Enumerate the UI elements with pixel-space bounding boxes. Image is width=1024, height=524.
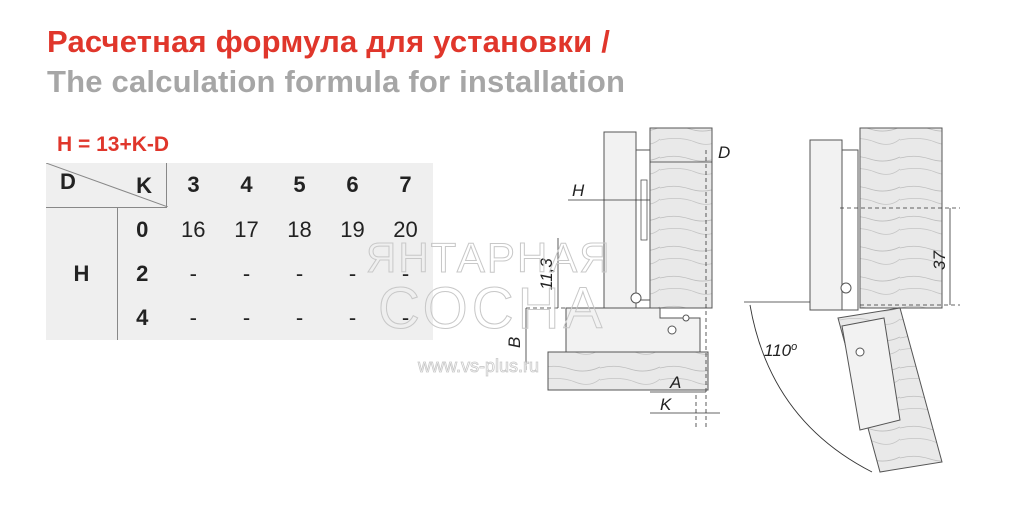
d-value-cell: 2 [136,261,149,286]
label-a: A [669,373,681,392]
hinge-cup [565,307,701,353]
open-hinge-drawing: 37 110o [744,127,960,473]
k-header-cell: 5 [293,172,306,198]
table-header-row: D K 3 4 5 6 7 [46,163,432,208]
table-cell: - [348,261,357,286]
table-cell: - [242,261,251,286]
table-cell: - [295,305,304,330]
label-37: 37 [930,251,949,270]
corner-diagonal [46,163,168,207]
mounting-plate [603,131,637,311]
table-cell: 19 [340,216,365,242]
table-row: H 0 16 17 18 19 20 [46,207,432,340]
corner-label-k: K [136,173,152,198]
title-russian: Расчетная формула для установки / [47,24,611,59]
label-d: D [718,143,730,162]
d-value-cell: 4 [136,305,149,330]
table-cell: - [189,305,197,330]
label-k: K [660,395,672,414]
hinge-screw [855,347,865,357]
formula: H = 13+K-D [57,133,170,156]
k-header-cell: 4 [240,172,253,198]
open-hinge-cup [841,317,901,431]
table-corner-cell: D K [46,163,168,208]
label-11-3: 11,3 [537,258,556,290]
hinge-slot [640,179,648,241]
k-header-cell: 3 [187,172,200,198]
label-angle-value: 110 [764,341,792,360]
hinge-screw [667,325,677,335]
label-angle-unit: o [791,341,797,353]
title-english: The calculation formula for installation [47,64,626,99]
table-row: 2 - - - - - [46,252,432,296]
h-label-cell: H [46,207,118,340]
label-b: B [505,337,524,348]
angle-arc [749,304,873,473]
table-cell: - [401,305,410,330]
hinge-pivot [840,282,852,294]
table-cell: - [189,261,197,286]
hinge-pivot [630,292,642,304]
k-header-cell: 7 [399,172,412,198]
table-cell: 16 [181,216,206,242]
label-h: H [572,181,585,200]
door-panel [547,351,709,391]
table-cell: 20 [393,216,418,242]
table-cell: - [348,305,357,330]
table-row: 4 - - - - - [46,296,432,340]
table-cell: 18 [287,216,312,242]
mounting-plate [809,139,843,311]
corner-label-d: D [60,169,76,194]
d-value-cell: 0 [136,217,149,242]
cabinet-side-panel [649,127,713,309]
calculation-table: D K 3 4 5 6 7 H 0 16 17 18 19 20 2 - - -… [46,163,433,340]
hinge-arm [841,149,859,311]
cabinet-side-panel [859,127,943,309]
table-cell: - [295,261,304,286]
table-cell: 17 [234,216,259,242]
closed-hinge-drawing: D H 11,3 B A K [505,127,730,430]
label-angle: 110o [764,341,797,360]
hinge-screw [682,314,690,322]
table-cell: - [401,261,410,286]
k-header-cell: 6 [346,172,359,198]
table-cell: - [242,305,251,330]
